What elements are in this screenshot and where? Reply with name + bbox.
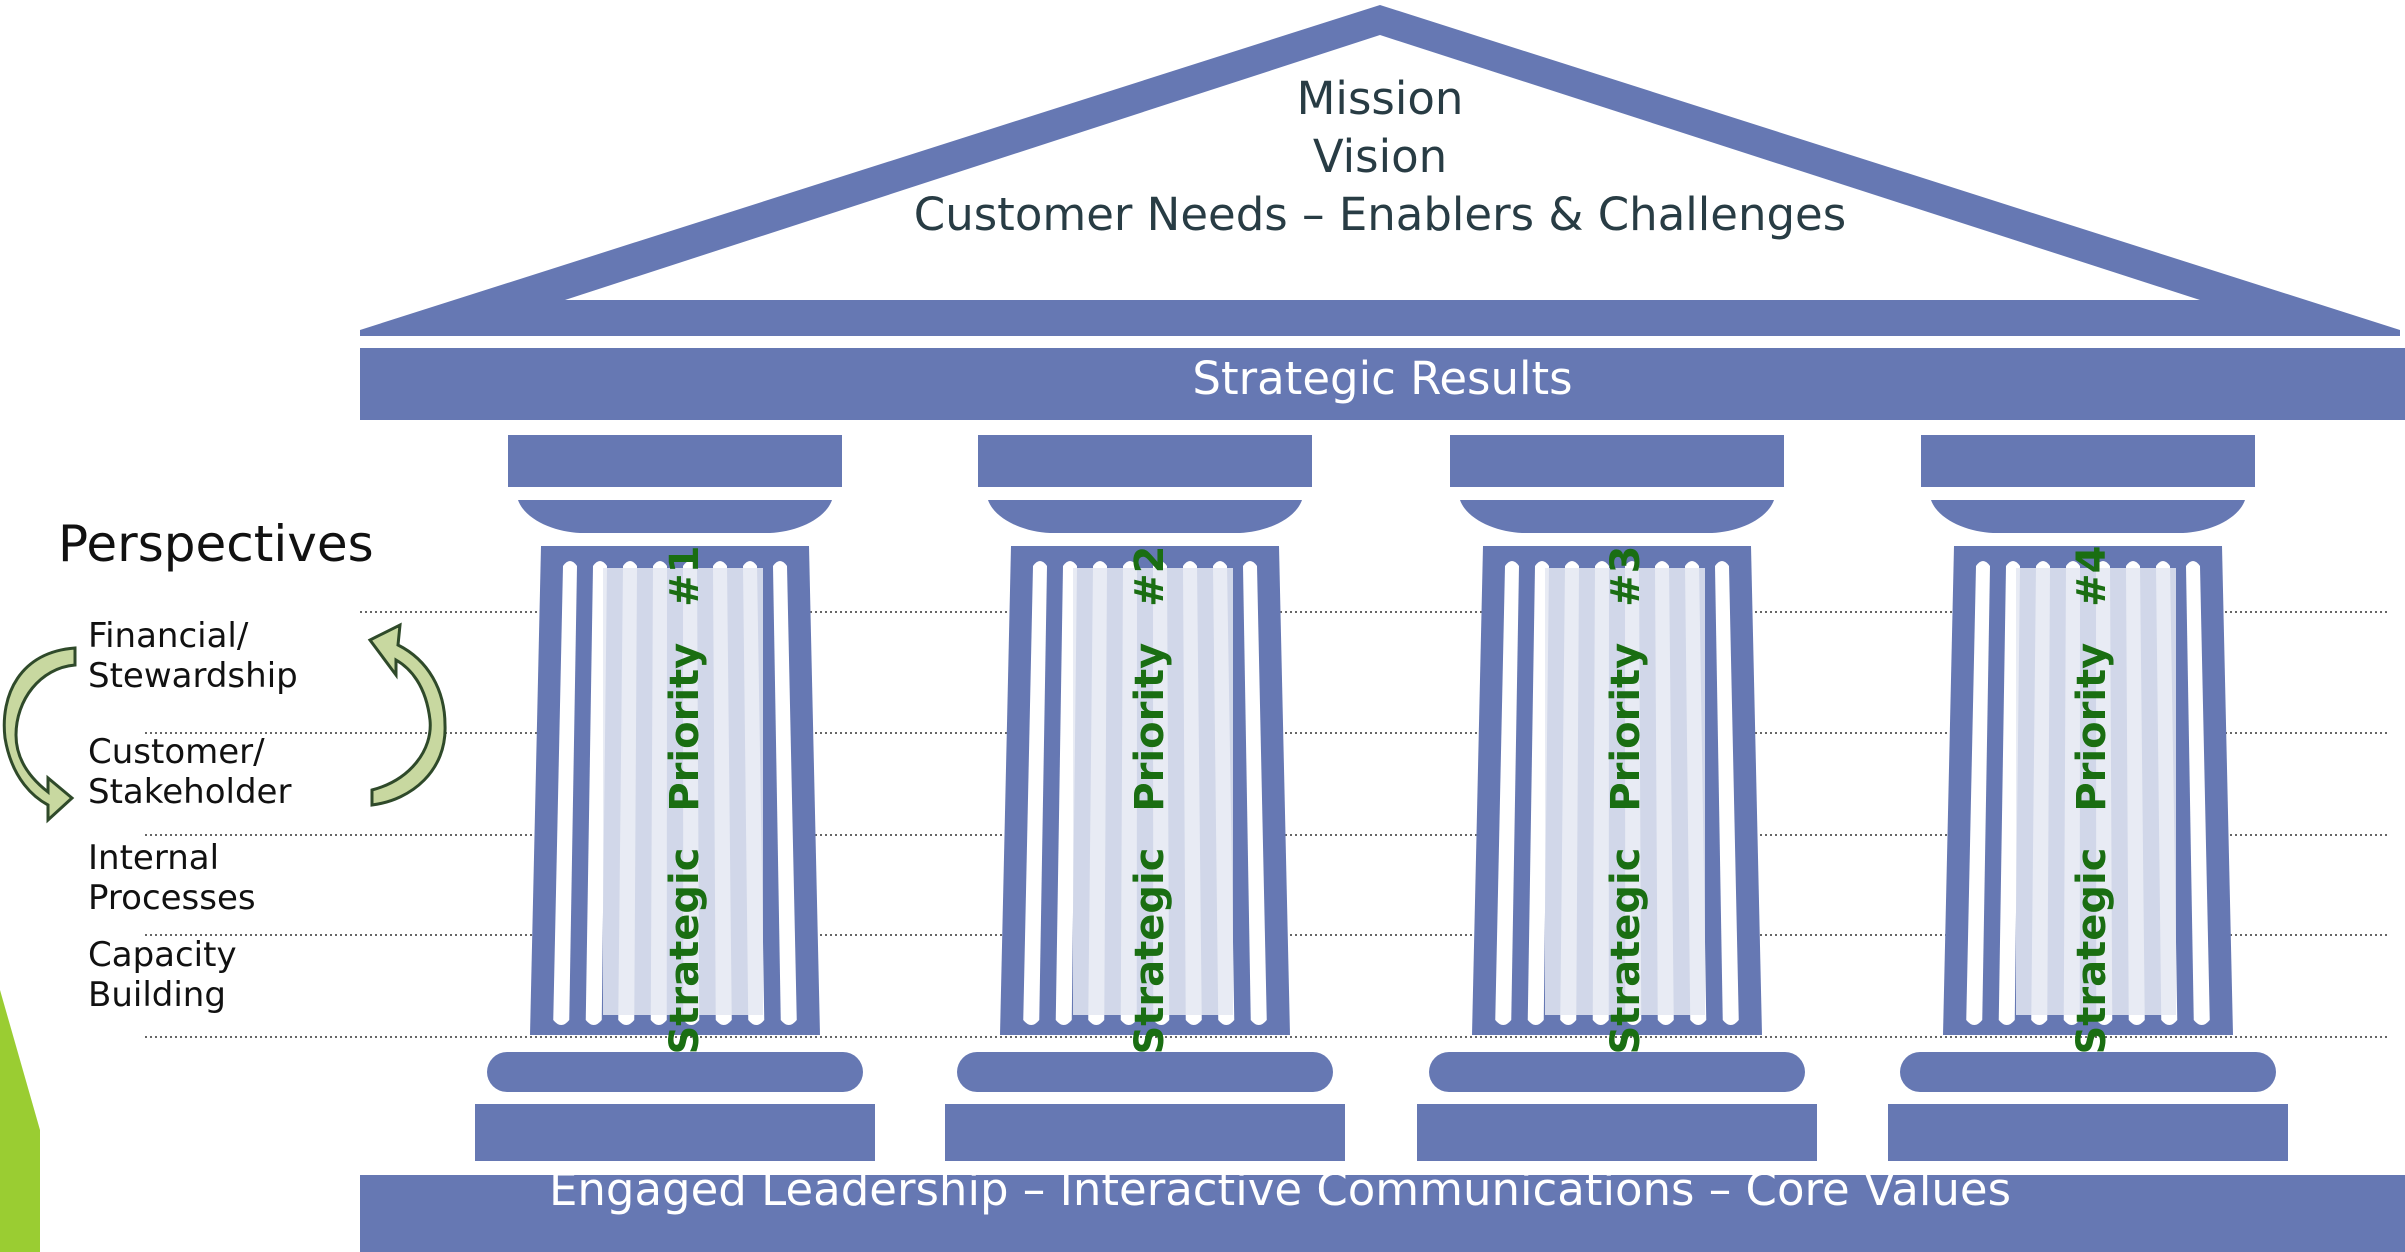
pillar-flute bbox=[1023, 561, 1047, 1025]
pillar-base-torus bbox=[1429, 1052, 1805, 1092]
pillar-label-2: Strategic Priority #2 bbox=[1127, 545, 1173, 1055]
pillar-capital-top bbox=[508, 435, 842, 487]
roof-vision: Vision bbox=[1312, 130, 1448, 183]
pillar-plinth bbox=[1888, 1104, 2288, 1161]
left-curved-arrow-icon bbox=[2, 646, 77, 824]
pillar-flute bbox=[1055, 561, 1077, 1025]
perspective-line: Processes bbox=[88, 878, 256, 918]
pillar-plinth bbox=[475, 1104, 875, 1161]
right-curved-arrow-icon bbox=[367, 622, 447, 807]
pillar-capital-curve bbox=[1460, 500, 1774, 533]
perspective-capacity: Capacity Building bbox=[88, 935, 237, 1015]
foundation-bar bbox=[360, 1175, 2405, 1252]
pillar-capital-curve bbox=[518, 500, 832, 533]
pillar-flute bbox=[1715, 561, 1739, 1025]
perspective-line: Stakeholder bbox=[88, 772, 292, 812]
pillar-base-torus bbox=[487, 1052, 863, 1092]
pillar-1 bbox=[475, 435, 875, 1161]
pillar-base-torus bbox=[957, 1052, 1333, 1092]
pillar-2 bbox=[945, 435, 1345, 1161]
pillar-capital-top bbox=[1921, 435, 2255, 487]
pillar-flute bbox=[1527, 561, 1549, 1025]
pillar-capital-top bbox=[1450, 435, 1784, 487]
pillar-label-panel bbox=[1545, 568, 1705, 1015]
accent-bar bbox=[0, 990, 40, 1252]
pillar-base-torus bbox=[1900, 1052, 2276, 1092]
perspective-line: Internal bbox=[88, 838, 220, 878]
pillar-flute bbox=[1998, 561, 2020, 1025]
pillar-label-panel bbox=[2016, 568, 2176, 1015]
pillar-capital-top bbox=[978, 435, 1312, 487]
pillar-3 bbox=[1417, 435, 1817, 1161]
perspective-line: Capacity bbox=[88, 935, 237, 975]
pillar-flute bbox=[1495, 561, 1519, 1025]
roof-inner bbox=[565, 35, 2200, 300]
pillars bbox=[475, 435, 2288, 1161]
pillar-flute bbox=[553, 561, 577, 1025]
perspective-line: Financial/ bbox=[88, 616, 249, 656]
pillar-label-3: Strategic Priority #3 bbox=[1603, 545, 1649, 1055]
pillar-label-panel bbox=[603, 568, 763, 1015]
pillar-4 bbox=[1888, 435, 2288, 1161]
pillar-plinth bbox=[1417, 1104, 1817, 1161]
perspectives-title: Perspectives bbox=[58, 515, 374, 573]
pillar-plinth bbox=[945, 1104, 1345, 1161]
architrave-bar bbox=[360, 348, 2405, 420]
perspective-line: Building bbox=[88, 975, 226, 1015]
perspective-line: Customer/ bbox=[88, 732, 265, 772]
pillar-capital-curve bbox=[988, 500, 1302, 533]
perspective-financial: Financial/ Stewardship bbox=[88, 616, 298, 696]
roof-customer-needs: Customer Needs – Enablers & Challenges bbox=[913, 188, 1847, 241]
pillar-label-panel bbox=[1073, 568, 1233, 1015]
pillar-label-1: Strategic Priority #1 bbox=[662, 545, 708, 1055]
pillar-flute bbox=[585, 561, 607, 1025]
pillar-flute bbox=[773, 561, 797, 1025]
architrave-label: Strategic Results bbox=[1192, 352, 1573, 405]
cycle-arrows bbox=[2, 622, 447, 824]
perspective-line: Stewardship bbox=[88, 656, 298, 696]
pillar-flute bbox=[2186, 561, 2210, 1025]
pillar-flute bbox=[1966, 561, 1990, 1025]
perspective-customer: Customer/ Stakeholder bbox=[88, 732, 291, 812]
pillar-label-4: Strategic Priority #4 bbox=[2069, 545, 2115, 1055]
perspective-internal: Internal Processes bbox=[88, 838, 256, 918]
pillar-flute bbox=[1243, 561, 1267, 1025]
pillar-capital-curve bbox=[1931, 500, 2245, 533]
foundation-label: Engaged Leadership – Interactive Communi… bbox=[548, 1163, 2012, 1216]
roof-mission: Mission bbox=[1296, 72, 1464, 125]
